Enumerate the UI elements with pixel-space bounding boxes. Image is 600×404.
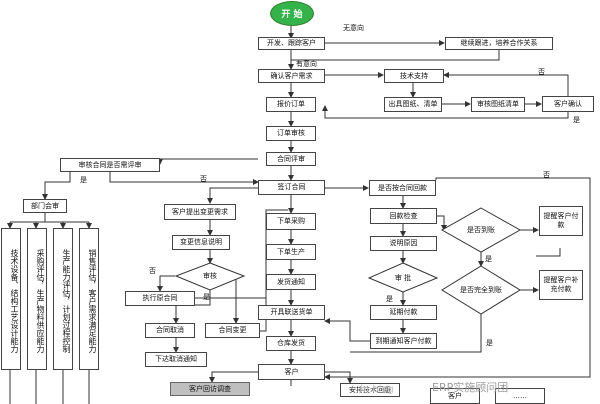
contract-review-box: 合同评审 [266,152,316,166]
change-request-box: 客户提出变更需求 [164,204,236,220]
remind-extra-box: 提醒客户补充付款 [539,270,583,300]
change-desc-box: 变更信息说明 [172,235,230,250]
review-if-needed-box: 审核合同是否需评审 [60,158,160,172]
customer-box: 客户 [258,364,325,380]
ship-notice-box: 发货通知 [266,274,316,290]
yes-label: 是 [573,116,580,124]
execute-contract-box: 执行原合同 [125,291,195,306]
fully-paid-diamond-label: 是否完全到账 [460,285,502,294]
order-review-box: 订单审核 [266,126,316,141]
quote-box: 报价订单 [266,97,316,112]
confirm-needs-box: 确认客户需求 [258,69,325,83]
sign-contract-box: 签订合同 [258,180,325,195]
place-po-box: 下单采购 [266,213,316,230]
production-box: 下单生产 [266,244,316,260]
bottom-right-box: …… [495,388,545,404]
cancel-contract-box: 合同取消 [145,323,195,338]
yes-label: 是 [203,293,210,301]
no-label: 否 [538,68,545,76]
drawings-list-box: 出具图纸、清单 [384,97,442,112]
yes-label: 是 [80,176,87,184]
tech-support-box: 技术支持 [384,69,444,83]
visit-survey-box: 客户回访调查 [170,382,250,396]
yes-label: 是 [486,339,493,347]
customer-confirm-box: 客户确认 [542,96,594,112]
no-label: 否 [149,267,156,275]
no-intent-label: 无意向 [343,24,364,32]
bottom-left-box: 客户 [430,388,480,404]
payment-check2-box: 回款检查 [370,208,437,224]
after-sales-box: 安排技术回服 [340,383,400,397]
arrears-diamond-label: 是否到账 [467,225,495,234]
watermark-handle: ln.blog [360,384,394,395]
purchase-assess-box: 采购评估，生产物料供应能力 [27,228,47,370]
approve-diamond [367,262,439,293]
watermark-brand: ERP实施顾问团 [432,381,509,394]
review-diamond-label: 审核 [203,271,217,280]
review-drawings-box: 审核图纸清单 [471,97,525,112]
tech-assess-box: 技术设备、结构工艺设计能力 [1,228,21,370]
arrears-diamond [440,207,522,253]
fully-paid-diamond [441,265,521,315]
explain-reason-box: 说明原因 [370,236,437,251]
has-intent-label: 有意向 [296,60,317,68]
review-diamond [174,262,246,291]
no-label: 否 [543,171,550,179]
yes-label: 是 [386,295,393,303]
delay-payment-box: 延期付款 [370,305,437,320]
notify-cancel-box: 下达取消通知 [145,352,207,367]
approve-diamond-label: 审 批 [394,273,412,282]
remind-pay-box: 提醒客户付 款 [539,206,583,236]
sales-assess-box: 销售评估，客户需求满足能力 [79,228,99,370]
production-assess-box: 生产能力评估，计划过程控制 [53,228,73,370]
develop-customer-box: 开发、跟踪客户 [258,37,325,50]
change-contract-box: 合同变更 [205,323,260,338]
dept-review-box: 部门会审 [23,199,67,213]
keep-following-box: 继续跟进，培养合作关系 [445,37,553,50]
payment-check-box: 是否按合同回款 [369,180,436,196]
notify-payment-box: 到期通知客户付款 [370,333,437,349]
no-label: 否 [200,175,207,183]
yes-label: 是 [485,255,492,263]
start-node: 开 始 [270,1,314,26]
warehouse-ship-box: 仓库发货 [266,336,316,351]
invoice-box: 开具联送货单 [258,305,325,320]
